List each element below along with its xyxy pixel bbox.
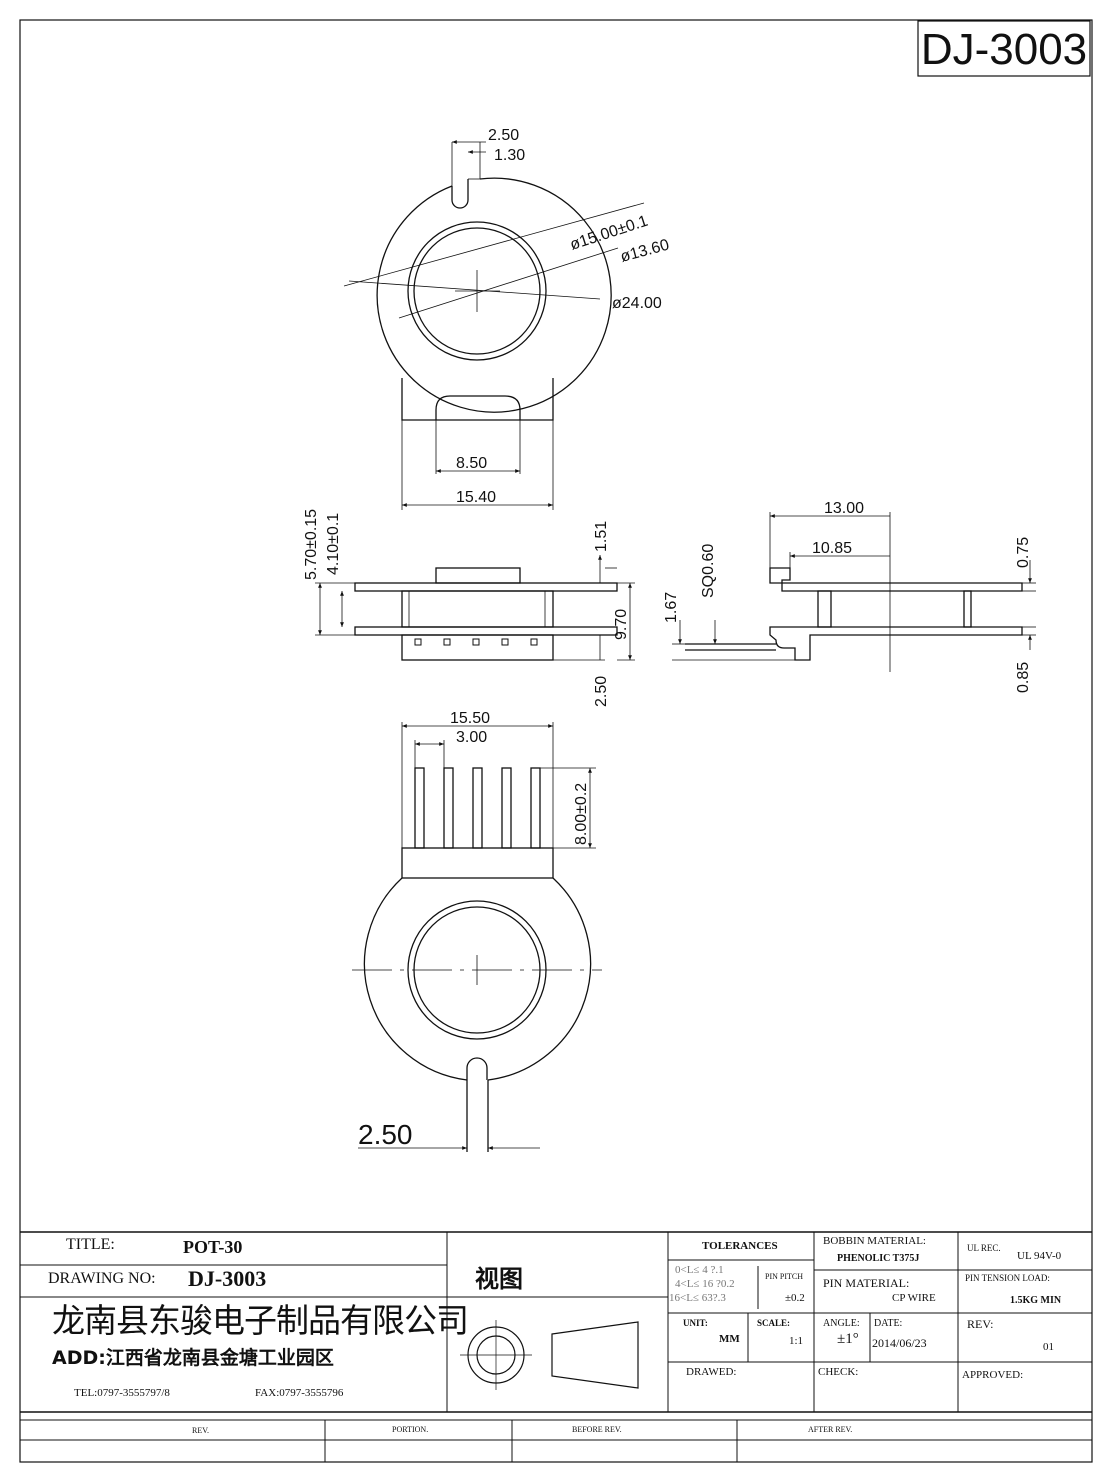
dim-bottom-slot: 2.50 — [358, 1119, 413, 1150]
pin-material-value: CP WIRE — [892, 1292, 936, 1304]
after-rev-col-header: AFTER REV. — [808, 1425, 853, 1434]
front-view-labels: 5.70±0.15 4.10±0.1 1.51 9.70 2.50 — [303, 509, 630, 707]
pin-tension-label: PIN TENSION LOAD: — [965, 1273, 1050, 1283]
pin-material-label: PIN MATERIAL: — [823, 1276, 910, 1290]
scale-label: SCALE: — [757, 1318, 791, 1328]
dim-pin-span: 15.50 — [450, 710, 490, 727]
company-fax: FAX:0797-3555796 — [255, 1387, 344, 1399]
dim-pin-sq: SQ0.60 — [700, 544, 717, 598]
projection-symbol — [460, 1320, 639, 1390]
dim-side-length: 13.00 — [824, 500, 864, 517]
dim-height-inner: 4.10±0.1 — [325, 513, 342, 575]
approved-label: APPROVED: — [962, 1369, 1024, 1381]
part-number-box: DJ-3003 — [917, 20, 1091, 77]
dim-flange-thk-top: 0.75 — [1015, 537, 1032, 568]
angle-value: ±1° — [837, 1331, 859, 1347]
title-block-lines — [20, 1231, 1092, 1462]
title-label: TITLE: — [66, 1236, 115, 1253]
company-name: 龙南县东骏电子制品有限公司 — [52, 1301, 469, 1340]
dim-pin-pitch: 3.00 — [456, 729, 487, 746]
drawed-label: DRAWED: — [686, 1366, 737, 1378]
bobbin-material-value: PHENOLIC T375J — [837, 1253, 920, 1264]
scale-value: 1:1 — [789, 1335, 804, 1347]
part-number: DJ-3003 — [921, 25, 1087, 74]
rev-label: REV: — [967, 1317, 994, 1331]
top-view — [343, 140, 645, 510]
side-view — [672, 512, 1036, 672]
pin-tension-value: 1.5KG MIN — [1010, 1295, 1062, 1306]
tol-row-1: 0<L≤ 4 ?.1 — [675, 1264, 724, 1276]
view-label: 视图 — [475, 1265, 523, 1293]
dim-dia-24: ø24.00 — [612, 295, 662, 312]
tolerances-label: TOLERANCES — [702, 1240, 778, 1252]
tol-row-3: 16<L≤ 63?.3 — [669, 1292, 726, 1304]
dim-side-inner: 10.85 — [812, 540, 852, 557]
angle-label: ANGLE: — [823, 1318, 860, 1329]
ul-rec-value: UL 94V-0 — [1017, 1250, 1062, 1262]
ul-rec-label: UL REC. — [967, 1243, 1001, 1253]
pin-pitch-label: PIN PITCH — [765, 1272, 804, 1281]
portion-col-header: PORTION. — [392, 1425, 429, 1434]
check-label: CHECK: — [818, 1366, 859, 1378]
dim-base-inner: 8.50 — [456, 455, 487, 472]
dim-pin-length: 8.00±0.2 — [573, 783, 590, 845]
bobbin-material-label: BOBBIN MATERIAL: — [823, 1235, 926, 1247]
company-tel: TEL:0797-3555797/8 — [74, 1387, 170, 1399]
front-view — [315, 555, 635, 661]
dim-side-height: 9.70 — [613, 609, 630, 640]
drawing-no-label: DRAWING NO: — [48, 1270, 156, 1287]
rev-col-header: REV. — [192, 1426, 209, 1435]
unit-label: UNIT: — [683, 1318, 708, 1328]
before-rev-col-header: BEFORE REV. — [572, 1425, 622, 1434]
pin-pitch-tol: ±0.2 — [785, 1292, 805, 1304]
drawing-border — [19, 19, 1093, 1463]
unit-value: MM — [719, 1333, 740, 1345]
dim-height-total: 5.70±0.15 — [303, 509, 320, 580]
dim-flange-thk-bot: 0.85 — [1015, 662, 1032, 693]
dim-bottom-250: 2.50 — [593, 676, 610, 707]
dim-flange-top: 1.51 — [593, 521, 610, 552]
title-value: POT-30 — [183, 1237, 243, 1257]
company-address: ADD:江西省龙南县金塘工业园区 — [52, 1347, 334, 1369]
dim-top-slot: 2.50 — [488, 127, 519, 144]
side-view-labels: 13.00 10.85 SQ0.60 1.67 0.75 0.85 — [663, 500, 1032, 693]
rev-value: 01 — [1043, 1341, 1054, 1353]
dim-pin-offset: 1.67 — [663, 592, 680, 623]
date-label: DATE: — [874, 1318, 903, 1329]
drawing-no-value: DJ-3003 — [188, 1266, 267, 1291]
dim-base-outer: 15.40 — [456, 489, 496, 506]
dim-dia-13: ø13.60 — [619, 237, 672, 266]
bottom-view-labels: 15.50 3.00 8.00±0.2 2.50 — [358, 710, 590, 1150]
top-view-labels: 2.50 1.30 ø15.00±0.1 ø13.60 ø24.00 8.50 … — [456, 127, 671, 506]
dim-top-slot-inner: 1.30 — [494, 147, 525, 164]
tol-row-2: 4<L≤ 16 ?0.2 — [675, 1278, 735, 1290]
bottom-view — [352, 722, 602, 1152]
date-value: 2014/06/23 — [872, 1336, 927, 1350]
